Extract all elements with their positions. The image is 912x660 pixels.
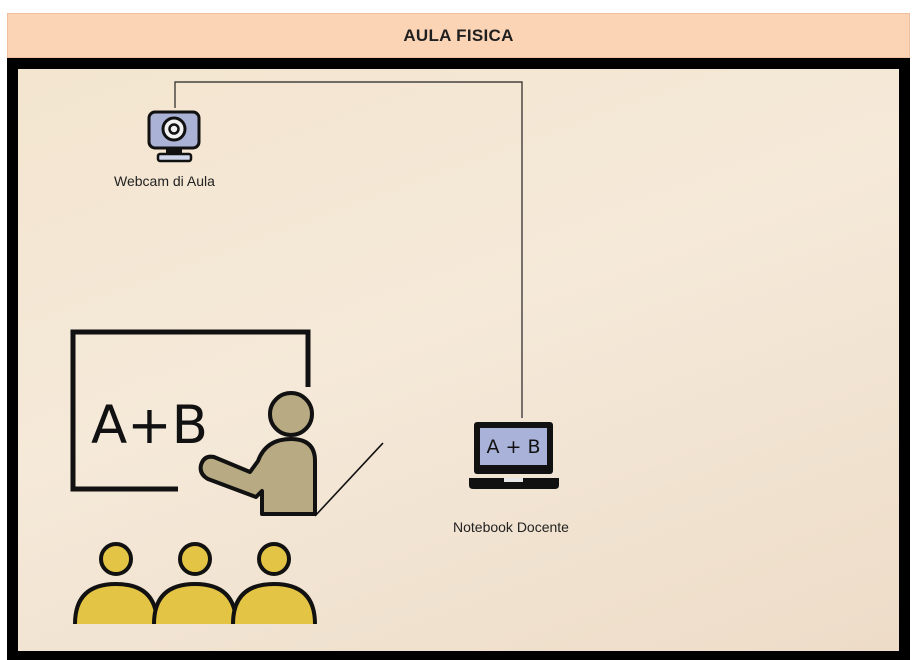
webcam-label: Webcam di Aula	[114, 173, 215, 189]
notebook-label: Notebook Docente	[453, 519, 569, 535]
diagram-title: AULA FISICA	[403, 25, 514, 45]
diagram-frame: AULA FISICA A+B	[7, 13, 910, 660]
connector-webcam-notebook[interactable]	[174, 81, 523, 418]
students-icon	[73, 542, 317, 625]
classroom-area: A+B	[18, 69, 899, 651]
webcam-icon[interactable]	[147, 107, 201, 163]
notebook-screen-text: A + B	[486, 436, 540, 458]
classroom-container: A+B	[7, 58, 910, 660]
board-text: A+B	[91, 395, 208, 456]
diagram-canvas: A+B	[70, 81, 559, 625]
laptop-icon[interactable]: A + B	[469, 422, 559, 489]
title-bar: AULA FISICA	[7, 13, 910, 58]
teacher-blackboard-icon: A+B	[70, 329, 384, 517]
